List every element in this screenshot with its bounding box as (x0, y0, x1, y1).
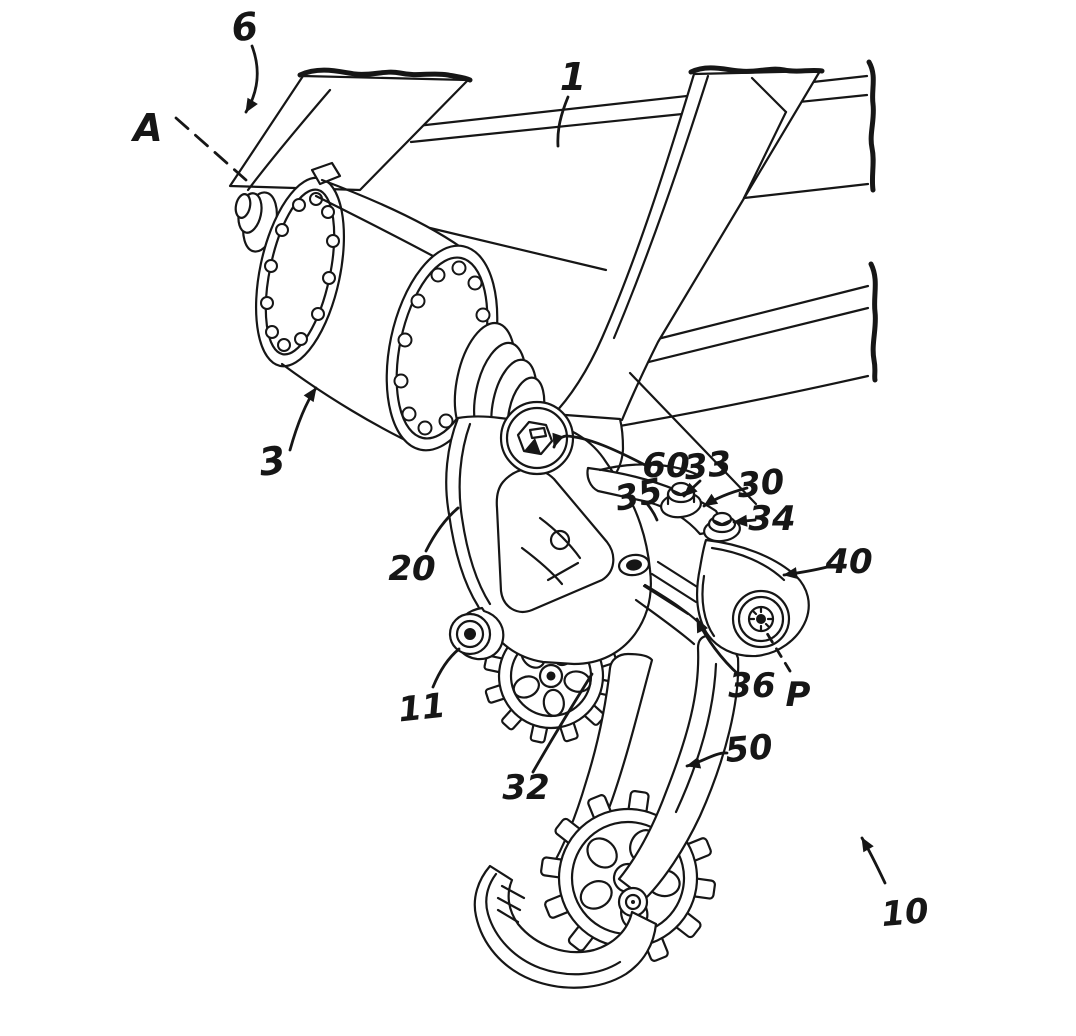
ref-label-10: 10 (880, 891, 931, 935)
hex-socket-facet (528, 426, 548, 440)
ref-label-32: 32 (502, 768, 549, 808)
cage-pivot-bolt-dot (631, 900, 635, 904)
ref-label-60: 60 (642, 446, 689, 486)
ref-label-35: 35 (611, 471, 666, 520)
stay-to-cover-edge (628, 371, 758, 506)
frame-back-line (428, 226, 608, 272)
bicycle-frame (228, 59, 878, 506)
seat-junction-line-1 (750, 76, 788, 114)
knuckle-plate-thickness-line (458, 422, 492, 606)
chainstay-stub (228, 74, 470, 192)
leader-30 (702, 486, 749, 508)
cage-outer-plate-inner-line (674, 662, 718, 814)
leader-32 (531, 672, 594, 774)
ref-label-36: 36 (728, 666, 775, 706)
chainstay-stub-inner-line (246, 88, 332, 192)
hub-barrel-mid (314, 194, 446, 264)
upper-pulley-bolt (546, 671, 556, 681)
leader-lines (174, 44, 887, 885)
seatstay-cut-line (688, 65, 825, 75)
knuckle-window-mechanism-lines (520, 516, 582, 586)
axle-boss-inner (505, 406, 569, 470)
leader-60 (552, 432, 647, 467)
frame-break-right-upper (866, 59, 876, 193)
leader-6 (244, 44, 259, 114)
ref-label-30: 30 (735, 462, 786, 507)
inner-link-lines (634, 560, 708, 646)
leader-50 (685, 751, 729, 769)
guide-pulley-center (464, 628, 476, 640)
ref-label-11: 11 (396, 686, 447, 731)
leader-11 (431, 647, 461, 689)
frame-break-right-lower (868, 261, 878, 383)
pivot-bolt-torx-ticks (748, 606, 774, 632)
hub-top-tab (310, 161, 342, 186)
ref-label-P: P (786, 675, 811, 715)
leader-33 (682, 479, 702, 498)
cage-front-hardware (473, 864, 658, 989)
ref-label-6: 6 (229, 4, 260, 51)
hex-socket-shadow (524, 438, 541, 454)
cover-inner-line-1 (710, 546, 786, 582)
skid-plate-ribs (496, 884, 526, 924)
ref-label-20: 20 (388, 549, 435, 589)
ref-label-A: A (130, 106, 162, 150)
axle-end-cap-tip (234, 193, 252, 219)
reference-labels: 6 A 1 3 20 11 60 33 35 30 34 40 36 P 50 … (130, 4, 930, 935)
axle-bolt-boss (499, 400, 575, 476)
hub-flange-left-spoke-holes (260, 192, 340, 352)
pivot-boss-inner (737, 595, 785, 643)
ref-label-33: 33 (682, 444, 733, 489)
leader-10 (860, 836, 887, 885)
cover-inner-line-2 (701, 574, 716, 638)
ref-label-1: 1 (560, 55, 586, 99)
rear-hub (234, 161, 546, 452)
leader-P-axis (763, 628, 792, 673)
chainstay-cut-line (297, 67, 473, 83)
leader-1 (556, 95, 570, 148)
ref-label-50: 50 (724, 727, 775, 771)
pivot-bolt-center (756, 614, 766, 624)
leader-40 (782, 564, 833, 579)
upper-link-top-line (598, 463, 698, 476)
leader-34 (732, 514, 757, 527)
cage-outer-plate-outline (617, 634, 740, 901)
cage-pivot-bolt-inner (624, 893, 642, 911)
leader-A-axis (174, 116, 248, 182)
seatstay-inner-line (612, 74, 710, 340)
leader-35 (646, 503, 659, 522)
seat-junction-line-2 (742, 110, 788, 200)
outer-link-cover (696, 538, 810, 658)
leader-20 (424, 506, 460, 553)
ref-label-40: 40 (824, 542, 872, 582)
leader-36 (695, 617, 741, 677)
seat-junction-line-3 (742, 182, 870, 200)
ref-label-34: 34 (748, 499, 795, 539)
lower-link-pivot-bolt (617, 553, 651, 577)
leader-3 (288, 386, 318, 452)
cage-outer-plate (617, 634, 740, 901)
skid-plate-inner-line (485, 872, 622, 976)
guide-pulley-mid (455, 619, 485, 649)
ref-label-3: 3 (256, 437, 288, 484)
seatstay (550, 69, 822, 422)
hub-barrel-top (320, 178, 464, 250)
